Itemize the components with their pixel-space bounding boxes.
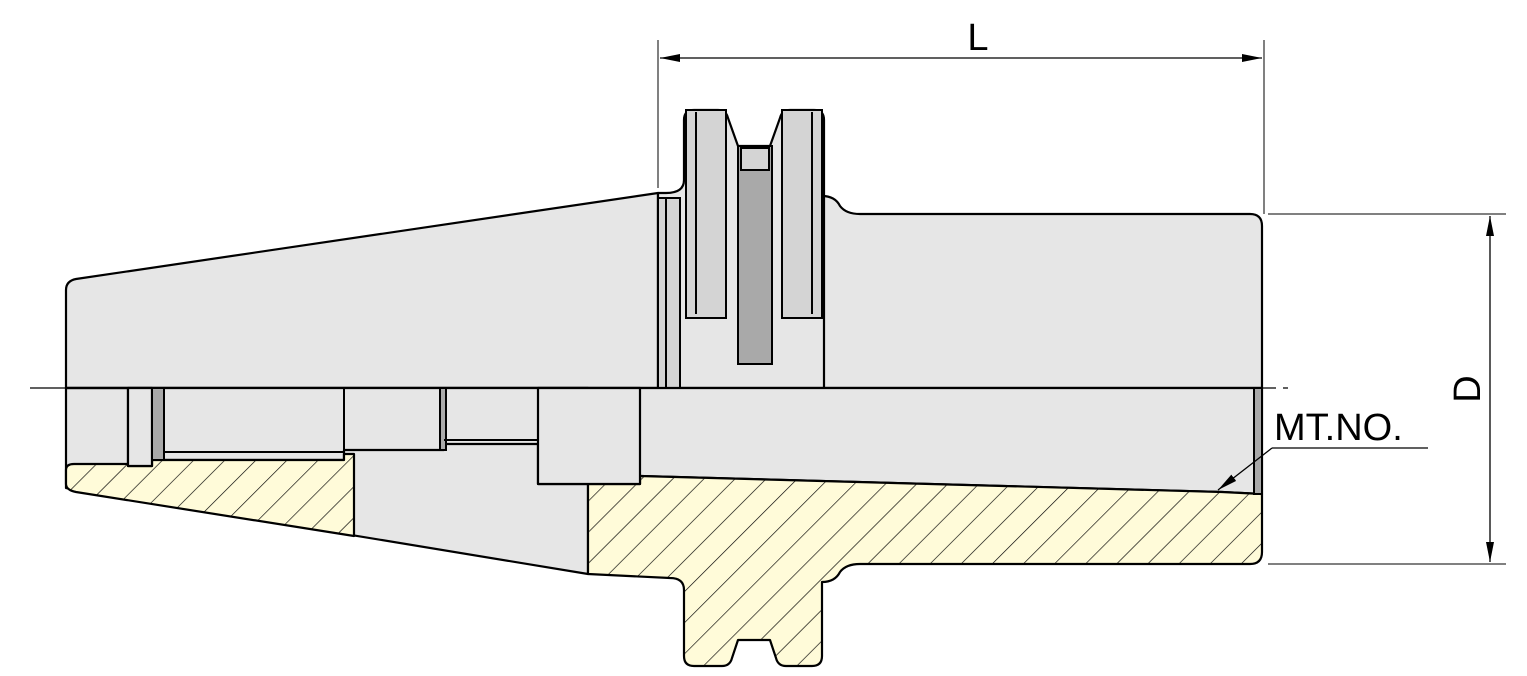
mt-no-label: MT.NO. <box>1274 407 1403 449</box>
drive-key-top <box>740 147 770 171</box>
section-hatch-taper <box>64 452 356 538</box>
drawbar-pocket <box>536 386 642 486</box>
flange-face-strip <box>657 197 681 389</box>
cylindrical-body-upper <box>820 194 1264 390</box>
d-dimension-label: D <box>1447 375 1489 402</box>
flange-slot-right <box>781 109 823 319</box>
retention-slot-inner <box>151 387 165 461</box>
bore-end-chamfer <box>1253 387 1263 495</box>
flange-slot-left <box>685 109 727 319</box>
retention-slot <box>126 386 154 468</box>
l-dimension-label: L <box>967 17 988 59</box>
drive-key <box>737 145 773 365</box>
taper-shank-upper <box>64 191 660 390</box>
mt-leader-diagonal <box>1217 447 1273 491</box>
section-hatch-body <box>586 474 1264 668</box>
